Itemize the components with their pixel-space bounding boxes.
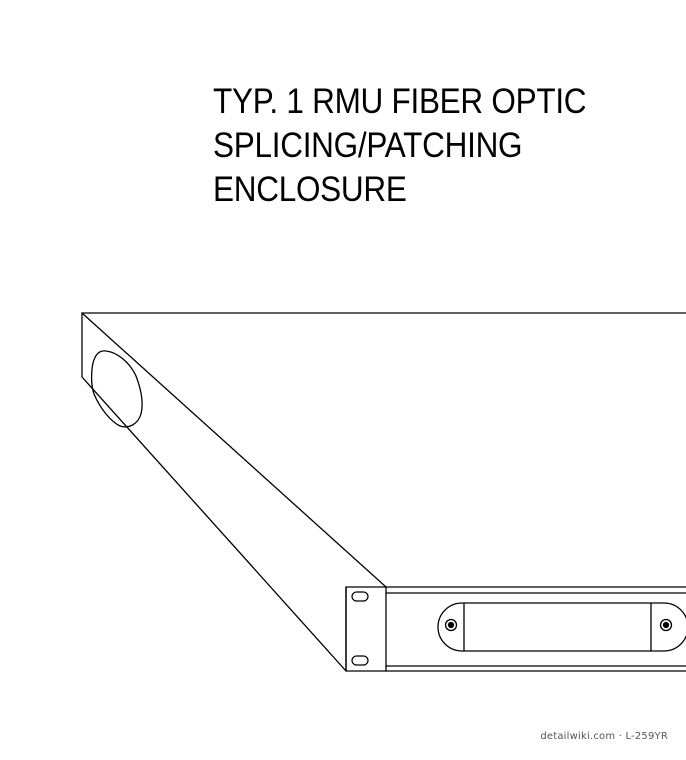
adapter-plate-screw-left-inner [447,621,455,629]
footer-code: L-259YR [625,731,668,742]
title-line-1: TYP. 1 RMU FIBER OPTIC [213,82,587,121]
side-panel-cable-port [90,350,143,428]
rack-ear-slot-top [351,591,369,602]
title-line-3: ENCLOSURE [213,170,407,209]
rack-ear-slot-bottom [351,655,369,666]
adapter-plate-screw-right-outer [659,618,673,632]
adapter-plate-screw-left-outer [444,618,458,632]
footer-credit: detailwiki.com · L-259YR [540,731,668,742]
enclosure-side-panel [81,312,686,672]
enclosure-front-panel [345,586,686,672]
title-line-2: SPLICING/PATCHING [213,126,523,165]
footer-site: detailwiki.com [540,731,616,742]
adapter-plate [437,602,686,652]
adapter-plate-screw-right-inner [662,621,670,629]
adapter-plate-outline [437,602,686,652]
side-panel-outline [81,312,347,672]
footer-separator: · [615,731,626,742]
side-panel-top-edge [81,312,387,588]
drawing-title: TYP. 1 RMU FIBER OPTIC SPLICING/PATCHING… [213,80,587,212]
